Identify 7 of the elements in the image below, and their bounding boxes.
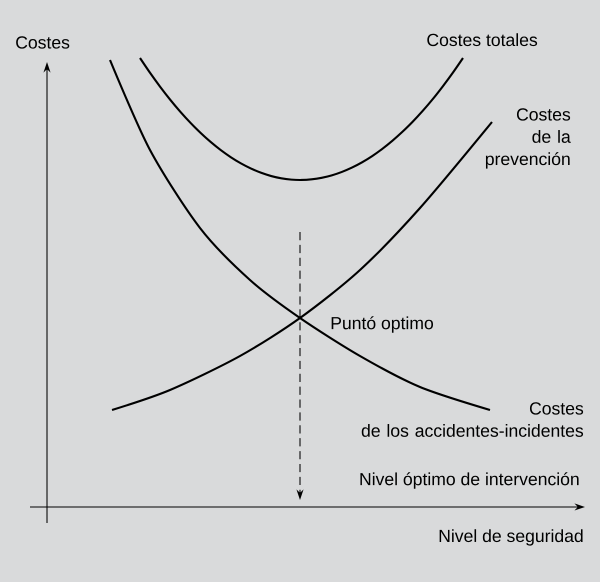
axis-label: Nivel de seguridad: [440, 529, 583, 546]
curve-label: Costes de la prevención: [486, 108, 571, 169]
curve-label: Costes de los accidentes-incidentes: [362, 402, 584, 437]
curve-label: Costes totales: [427, 33, 538, 46]
axis-label: Nivel óptimo de intervención: [360, 472, 579, 489]
point-label: Puntó optimo: [332, 316, 434, 333]
axis-label: Costes: [16, 36, 70, 49]
